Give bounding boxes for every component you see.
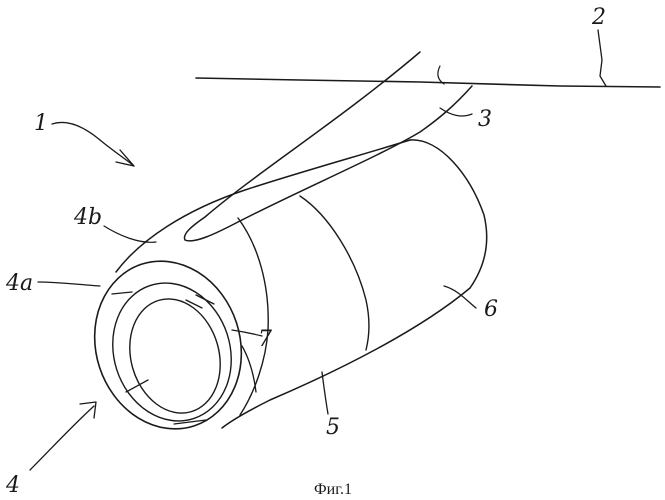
nacelle-rear-edge <box>410 140 487 288</box>
panel-divider-right-2 <box>196 295 214 304</box>
wing-line <box>196 78 660 87</box>
label-7: 7 <box>258 327 272 352</box>
leader-7-b <box>242 346 256 392</box>
label-3: 3 <box>478 107 492 132</box>
panel-divider-top <box>112 292 132 294</box>
leader-1 <box>52 122 100 140</box>
label-4: 4 <box>5 473 20 498</box>
label-6: 6 <box>484 297 498 322</box>
pylon-inner-edge <box>438 66 444 84</box>
label-5: 5 <box>326 415 340 440</box>
label-1: 1 <box>34 111 48 136</box>
leader-5 <box>322 372 328 414</box>
arrowhead-4 <box>80 402 96 418</box>
label-4a: 4a <box>5 271 33 296</box>
label-2: 2 <box>591 5 606 30</box>
nacelle-lower-outline <box>222 288 470 428</box>
inlet-lip-outer <box>73 242 262 448</box>
panel-divider-bottom-left <box>126 380 148 392</box>
leader-4a <box>38 282 100 286</box>
cowl-seam-1 <box>238 218 268 415</box>
label-4b: 4b <box>73 205 102 230</box>
leader-4 <box>30 406 94 470</box>
figure-caption: Фиг.1 <box>314 481 352 498</box>
cowl-seam-2 <box>300 196 369 350</box>
leader-2 <box>598 30 606 86</box>
